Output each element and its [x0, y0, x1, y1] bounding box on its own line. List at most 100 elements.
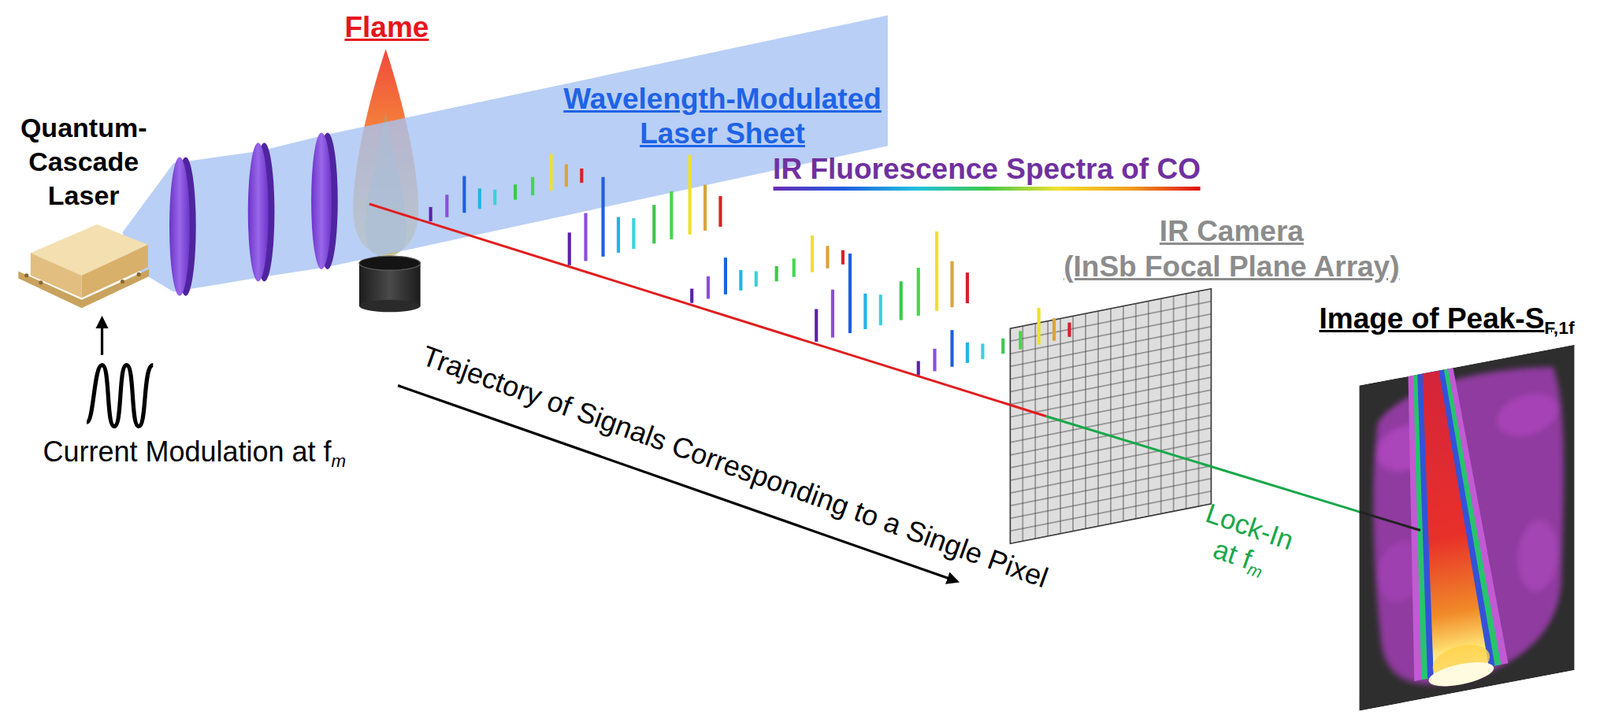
illustration-part [137, 272, 142, 277]
spectral-line [530, 177, 535, 196]
illustration-part [1422, 360, 1489, 680]
illustration-part [1428, 657, 1494, 691]
lens [169, 156, 197, 296]
spectral-line [652, 204, 656, 244]
spectral-line [899, 281, 903, 320]
laser-housing [18, 224, 149, 309]
spectra-label-text: IR Fluorescence Spectra of CO [772, 152, 1201, 191]
illustration-part [120, 279, 125, 284]
illustration-part [1517, 516, 1559, 595]
spectral-line [980, 343, 984, 359]
spectral-line [493, 189, 497, 205]
modulation-arrow [100, 318, 104, 356]
spectral-line [754, 270, 758, 286]
spectral-line [429, 207, 433, 222]
flame-node: Flame [352, 47, 420, 313]
node-heading: Quantum-Cascade Laser [12, 111, 155, 213]
spectral-line [462, 176, 466, 214]
spectral-line [932, 348, 936, 372]
modulation-label-text: Current Modulation at f [42, 436, 331, 469]
illustration-part [311, 132, 332, 270]
illustration-part [1373, 358, 1564, 698]
modulation-label: Current Modulation at fm [42, 436, 346, 472]
node-heading: Image of Peak-SF,1f [1319, 302, 1575, 338]
spectral-line [1052, 318, 1056, 341]
illustration-part [30, 252, 82, 298]
spectral-line [965, 272, 969, 304]
laser-node: Quantum-Cascade Laser [18, 222, 149, 309]
spectral-line [1037, 308, 1041, 346]
spectra-label: IR Fluorescence Spectra of CO [772, 152, 1201, 191]
node-label: Flame [344, 11, 429, 44]
illustration-part [1407, 357, 1508, 684]
edge-label: Lock-In at fm [1179, 493, 1307, 598]
spectral-line [1001, 338, 1005, 354]
spectral-line [478, 188, 482, 209]
node-heading: IR Camera(InSb Focal Plane Array) [1063, 213, 1400, 285]
spectral-line [513, 184, 517, 200]
spectral-line [935, 231, 939, 312]
sheet-label: Wavelength-Modulated Laser Sheet [553, 81, 892, 152]
illustration-part [24, 273, 29, 278]
node-label: IR Camera [1063, 213, 1400, 249]
illustration-part [1358, 345, 1575, 712]
spectral-line [690, 289, 694, 304]
spectral-line [579, 168, 583, 183]
result-image [1358, 345, 1575, 712]
spectral-line [775, 266, 779, 282]
illustration-part [1417, 360, 1495, 681]
illustration-part [1373, 358, 1564, 698]
node-heading: Flame [344, 11, 429, 45]
spectral-line [848, 253, 852, 334]
burner [359, 256, 421, 312]
spectral-line [831, 289, 835, 338]
focal-plane-array [1009, 289, 1211, 545]
spectral-line [601, 177, 605, 257]
beam-segment [1358, 512, 1421, 531]
spectral-line [950, 330, 954, 368]
spectral-line [723, 257, 728, 295]
modulation-waveform [86, 365, 153, 427]
spectral-line [669, 191, 673, 240]
spectral-line [916, 361, 921, 376]
spectral-line [814, 308, 818, 342]
spectral-line [1018, 330, 1022, 349]
illustration-part [1496, 389, 1559, 442]
spectral-line [445, 194, 449, 217]
spectral-line [879, 294, 883, 326]
trajectory-arrow [397, 386, 958, 583]
subscript: F,1f [1544, 317, 1575, 338]
spectral-line [863, 293, 867, 330]
spectral-line [549, 153, 553, 191]
trajectory-label: Trajectory of Signals Corresponding to a… [417, 339, 1053, 595]
node-label: (InSb Focal Plane Array) [1063, 248, 1400, 285]
lens [248, 142, 275, 282]
illustration-part [1358, 345, 1575, 712]
spectral-line [706, 276, 710, 299]
spectral-line [916, 267, 921, 316]
spectral-line [738, 270, 743, 291]
spectral-line [841, 250, 845, 265]
spectral-line [1067, 322, 1071, 338]
spectral-line [631, 218, 635, 249]
spectral-line [688, 155, 692, 235]
spectral-line [792, 258, 796, 277]
node-label: Image of Peak-S [1319, 302, 1545, 335]
spectral-line [950, 261, 954, 308]
camera-node: IR Camera(InSb Focal Plane Array) [1009, 289, 1211, 545]
spectral-line [825, 245, 829, 268]
illustration-part [81, 245, 149, 298]
illustration-part [38, 280, 43, 285]
spectral-line [703, 185, 707, 231]
spectral-line [965, 342, 969, 364]
beam-segment [369, 204, 421, 220]
subscript: m [331, 451, 347, 472]
spectral-line [583, 213, 587, 262]
illustration-part [1009, 289, 1211, 545]
spectral-line [564, 164, 568, 187]
spectral-line [810, 235, 814, 273]
illustration-part [1413, 358, 1501, 682]
sheet-label-text: Wavelength-Modulated Laser Sheet [563, 82, 882, 150]
spectral-line [718, 196, 722, 227]
